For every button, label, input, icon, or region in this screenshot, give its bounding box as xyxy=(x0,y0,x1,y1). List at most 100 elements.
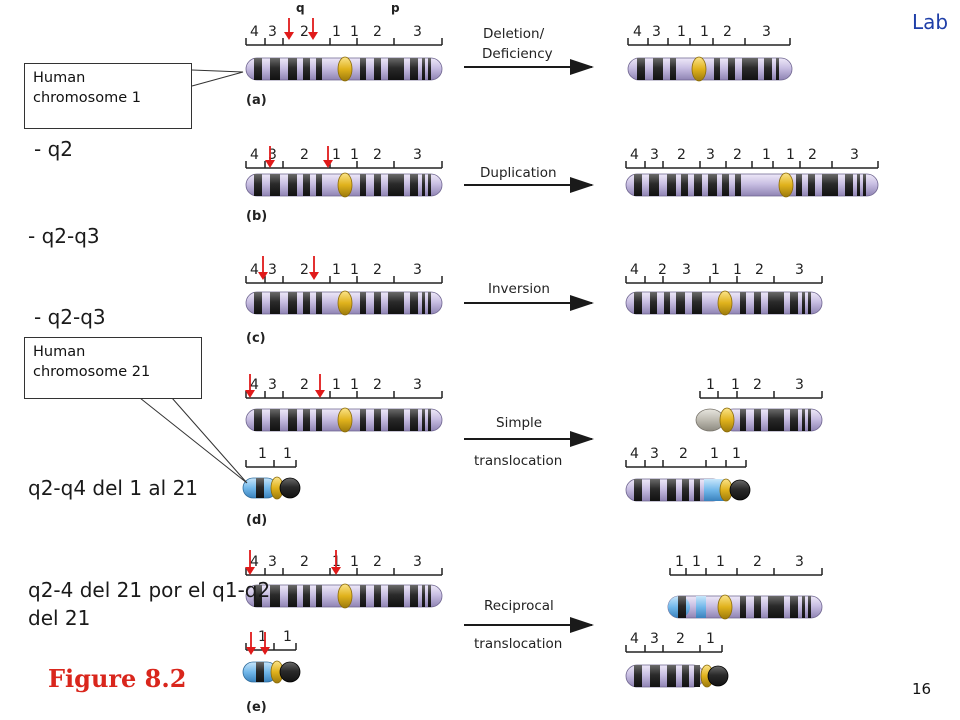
note-duplication: - q2-q3 xyxy=(28,224,100,248)
band-tick-label: 2 xyxy=(373,554,382,570)
callout-line-2: chromosome 21 xyxy=(33,364,151,380)
band-tick-label: 1 xyxy=(700,24,709,40)
note-reciprocal-translocation: q2-4 del 21 por el q1-q2 xyxy=(28,578,271,602)
panel-e: 4 3 2 1 1 2 3 1 1 xyxy=(242,550,823,715)
small-chromosome-21: 1 1 xyxy=(242,446,301,500)
panel-d: 4 3 2 1 1 2 3 1 1 xyxy=(242,374,823,528)
band-tick-label: 1 xyxy=(711,262,720,278)
band-tick-label: 3 xyxy=(682,262,691,278)
callout-line-1: Human xyxy=(33,70,86,86)
callout-human-chromosome-1: Human chromosome 1 xyxy=(24,63,192,129)
band-tick-label: 2 xyxy=(808,147,817,163)
band-tick-label: 1 xyxy=(332,262,341,278)
band-tick-label: 2 xyxy=(373,262,382,278)
band-tick-label: 1 xyxy=(732,446,741,462)
band-tick-label: 1 xyxy=(716,554,725,570)
band-tick-label: 3 xyxy=(650,446,659,462)
panel-letter: (d) xyxy=(246,513,267,528)
deletion-arrow-label-2: Deficiency xyxy=(482,46,553,62)
panel-letter: (b) xyxy=(246,209,267,224)
band-tick-label: 3 xyxy=(650,147,659,163)
band-tick-label: 1 xyxy=(332,24,341,40)
band-tick-label: 3 xyxy=(762,24,771,40)
band-tick-label: 3 xyxy=(413,147,422,163)
band-tick-label: 2 xyxy=(679,446,688,462)
q-arm-label: q xyxy=(296,1,305,15)
break-arrows xyxy=(265,146,333,168)
break-arrows xyxy=(245,550,341,655)
band-tick-label: 1 xyxy=(258,446,267,462)
callout-pointers xyxy=(139,69,248,484)
result-chromosome-upper: 1 1 2 3 xyxy=(695,377,823,433)
band-tick-label: 3 xyxy=(413,262,422,278)
note-reciprocal-translocation-2: del 21 xyxy=(28,606,91,630)
band-tick-label: 4 xyxy=(630,631,639,647)
panel-a: 4 3 2 1 1 2 3 (a) Deletion/ xyxy=(245,18,793,108)
band-tick-label: 4 xyxy=(250,24,259,40)
panel-c: 4 3 2 1 1 2 3 (c) Inversion xyxy=(245,256,823,346)
callout-human-chromosome-21: Human chromosome 21 xyxy=(24,337,202,399)
note-simple-translocation: q2-q4 del 1 al 21 xyxy=(28,476,199,500)
original-chromosome: 4 3 2 1 1 2 3 xyxy=(245,147,443,198)
band-tick-label: 2 xyxy=(755,262,764,278)
band-tick-label: 2 xyxy=(373,377,382,393)
result-chromosome: 4 2 3 1 1 2 3 xyxy=(625,262,823,316)
band-tick-label: 4 xyxy=(250,554,259,570)
inversion-arrow-label: Inversion xyxy=(488,281,550,297)
band-tick-label: 2 xyxy=(373,147,382,163)
band-tick-label: 2 xyxy=(658,262,667,278)
band-tick-label: 2 xyxy=(723,24,732,40)
band-tick-label: 3 xyxy=(706,147,715,163)
note-deletion: - q2 xyxy=(34,137,73,161)
band-tick-label: 1 xyxy=(350,377,359,393)
panel-b: 4 3 2 1 1 2 3 (b) Duplication xyxy=(245,146,879,224)
band-tick-label: 4 xyxy=(630,262,639,278)
reciprocal-translocation-label-2: translocation xyxy=(474,636,562,652)
band-tick-label: 3 xyxy=(268,262,277,278)
duplication-arrow-label: Duplication xyxy=(480,165,557,181)
band-tick-label: 4 xyxy=(250,147,259,163)
band-tick-label: 1 xyxy=(706,631,715,647)
band-tick-label: 1 xyxy=(350,147,359,163)
band-tick-label: 1 xyxy=(692,554,701,570)
page-number: 16 xyxy=(912,680,932,698)
original-chromosome: 4 3 2 1 1 2 3 xyxy=(245,24,443,82)
band-tick-label: 3 xyxy=(268,147,277,163)
band-tick-label: 2 xyxy=(300,377,309,393)
band-tick-label: 1 xyxy=(332,147,341,163)
band-tick-label: 1 xyxy=(350,262,359,278)
result-chromosome-lower: 4 3 2 1 1 xyxy=(625,446,751,502)
band-tick-label: 2 xyxy=(300,24,309,40)
band-tick-label: 2 xyxy=(677,147,686,163)
band-tick-label: 3 xyxy=(268,24,277,40)
band-tick-label: 3 xyxy=(850,147,859,163)
band-tick-label: 2 xyxy=(753,377,762,393)
simple-translocation-label: Simple xyxy=(496,415,542,431)
band-tick-label: 2 xyxy=(373,24,382,40)
original-chromosome: 4 3 2 1 1 2 3 xyxy=(245,554,443,609)
result-chromosome: 4 3 1 1 2 3 xyxy=(627,24,793,82)
band-tick-label: 1 xyxy=(677,24,686,40)
band-tick-label: 3 xyxy=(413,24,422,40)
break-arrows xyxy=(284,18,318,40)
simple-translocation-label-2: translocation xyxy=(474,453,562,469)
band-tick-label: 3 xyxy=(795,377,804,393)
band-tick-label: 3 xyxy=(268,377,277,393)
panel-letter: (a) xyxy=(246,93,267,108)
result-chromosome-lower: 4 3 2 1 xyxy=(625,631,729,688)
band-tick-label: 3 xyxy=(795,262,804,278)
band-tick-label: 2 xyxy=(300,554,309,570)
panel-letter: (c) xyxy=(246,331,266,346)
band-tick-label: 1 xyxy=(350,24,359,40)
small-chromosome-21: 1 1 xyxy=(242,629,301,684)
band-tick-label: 3 xyxy=(413,377,422,393)
band-tick-label: 2 xyxy=(676,631,685,647)
band-tick-label: 1 xyxy=(675,554,684,570)
band-tick-label: 4 xyxy=(630,446,639,462)
band-tick-label: 1 xyxy=(332,377,341,393)
band-tick-label: 1 xyxy=(258,629,267,645)
band-tick-label: 1 xyxy=(710,446,719,462)
band-tick-label: 1 xyxy=(731,377,740,393)
band-tick-label: 1 xyxy=(283,629,292,645)
figure-label: Figure 8.2 xyxy=(48,664,187,693)
